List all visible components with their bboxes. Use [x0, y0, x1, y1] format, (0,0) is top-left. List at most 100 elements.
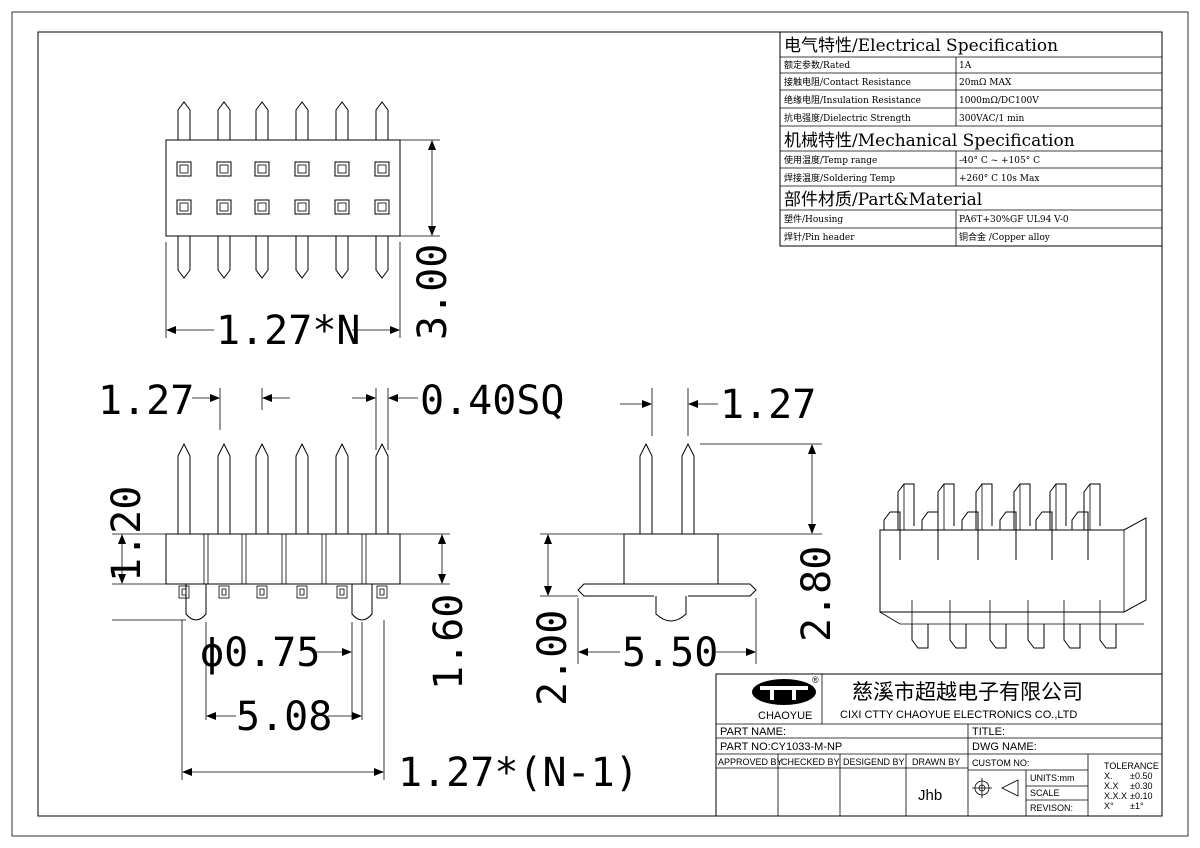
title-block: ® CHAOYUE 慈溪市超越电子有限公司 CIXI CTTY CHAOYUE … [715, 673, 1163, 817]
front-view-pins [177, 442, 389, 599]
custom-no-label: CUSTOM NO: [972, 758, 1029, 768]
revision-label: REVISON: [1030, 803, 1073, 813]
front-pin-tail [256, 585, 268, 599]
tolerance-key: X.X.X [1104, 791, 1127, 801]
iso-pin-front [883, 511, 901, 560]
front-pin [255, 442, 269, 534]
iso-pin-back [1083, 483, 1101, 530]
spec-label: 塑件/Housing [784, 213, 843, 225]
drawn-by-label: DRAWN BY [912, 757, 960, 767]
top-pin-square-inner [377, 202, 387, 212]
top-pin-upper [375, 101, 389, 140]
top-view-pins [176, 101, 390, 279]
front-pin-tail [296, 585, 308, 599]
top-pin-square-inner [297, 202, 307, 212]
dim-post-diameter: ϕ0.75 [200, 630, 320, 676]
dwg-name-label: DWG NAME: [972, 741, 1037, 753]
tolerance-value: ±0.30 [1130, 781, 1152, 791]
top-view-housing [165, 139, 401, 237]
approved-by-label: APPROVED BY [718, 757, 783, 767]
iso-pin-back [937, 483, 955, 530]
title-label: TITLE: [972, 726, 1005, 738]
dim-post-span: 5.08 [236, 694, 332, 740]
iso-pin-lower [911, 624, 929, 649]
spec-value: +260° C 10s Max [959, 174, 1039, 184]
dim-side-pin-height: 2.80 [794, 546, 840, 642]
tolerance-title: TOLERANCE [1104, 761, 1159, 771]
spec-value: 300VAC/1 min [959, 114, 1024, 124]
front-pin-tail [376, 585, 388, 599]
dim-pin-square: 0.40SQ [420, 378, 565, 424]
spec-label: 绝缘电阻/Insulation Resistance [784, 94, 921, 106]
isometric-view [879, 483, 1147, 649]
designed-by-label: DESIGEND BY [843, 757, 905, 767]
top-pin-square-inner [219, 202, 229, 212]
top-pin-lower [375, 236, 389, 279]
logo-caption: CHAOYUE [758, 710, 812, 722]
iso-pin-front [961, 511, 979, 560]
dim-top-height: 3.00 [410, 244, 456, 340]
spec-value: 20mΩ MAX [959, 78, 1012, 88]
top-pin-square-outer [254, 199, 270, 215]
spec-value: -40° C ~ +105° C [959, 156, 1040, 166]
top-pin-lower [217, 236, 231, 279]
top-pin-upper [255, 101, 269, 140]
top-pin-square-outer [176, 161, 192, 177]
front-pin-tail-inner [221, 588, 227, 596]
top-pin-upper [295, 101, 309, 140]
iso-pin-front [921, 511, 939, 560]
top-pin-square-inner [219, 164, 229, 174]
top-pin-square-inner [257, 164, 267, 174]
iso-pin-lower [1063, 624, 1081, 649]
specification-table: 电气特性/Electrical Specification 额定参数/Rated… [779, 31, 1163, 247]
dim-side-width: 5.50 [622, 630, 718, 676]
dim-top-width: 1.27*N [216, 308, 361, 354]
spec-value: 1000mΩ/DC100V [959, 96, 1039, 106]
isometric-pins [883, 483, 1117, 649]
spec-label: 焊针/Pin header [784, 231, 855, 243]
top-pin-square-inner [179, 164, 189, 174]
iso-pin-front [1071, 511, 1089, 560]
front-pin [295, 442, 309, 534]
tolerance-value: ±0.10 [1130, 791, 1152, 801]
side-lead-left [577, 583, 654, 597]
top-view: 1.27*N 3.00 [165, 101, 456, 354]
company-name-cn: 慈溪市超越电子有限公司 [852, 680, 1083, 704]
tolerance-value: ±0.50 [1130, 771, 1152, 781]
top-pin-square-inner [257, 202, 267, 212]
front-pin-tail [178, 585, 190, 599]
side-lead-right [688, 583, 757, 597]
front-pin [217, 442, 231, 534]
front-pin-tail [336, 585, 348, 599]
locating-post-right [351, 600, 373, 621]
front-view-housing [165, 533, 401, 585]
dim-body-height: 1.60 [426, 594, 472, 690]
tolerance-key: X.X [1104, 781, 1119, 791]
front-pin-tail-inner [259, 588, 265, 596]
top-pin-lower [177, 236, 191, 279]
top-pin-square-outer [334, 199, 350, 215]
mechanical-spec-title: 机械特性/Mechanical Specification [784, 131, 1075, 151]
part-name-label: PART NAME: [720, 726, 786, 738]
tolerance-key: X° [1104, 801, 1114, 811]
dim-side-body-height: 2.00 [530, 610, 576, 706]
tolerance-key: X. [1104, 771, 1113, 781]
dim-pin-above: 1.20 [104, 486, 150, 582]
top-pin-square-outer [216, 161, 232, 177]
top-pin-square-inner [337, 164, 347, 174]
spec-label: 额定参数/Rated [784, 59, 850, 71]
front-pin [335, 442, 349, 534]
top-pin-lower [335, 236, 349, 279]
front-pin-tail-inner [379, 588, 385, 596]
front-pin-tail-inner [339, 588, 345, 596]
drawn-by-name: Jhb [918, 787, 942, 804]
iso-pin-lower [1027, 624, 1045, 649]
side-view-housing [623, 533, 719, 585]
part-number: PART NO:CY1033-M-NP [720, 741, 842, 753]
locating-post-left [185, 600, 207, 621]
top-pin-lower [255, 236, 269, 279]
iso-pin-front [999, 511, 1017, 560]
inner-border [37, 31, 1163, 817]
front-pin-tail-inner [299, 588, 305, 596]
spec-value: PA6T+30%GF UL94 V-0 [959, 215, 1069, 225]
